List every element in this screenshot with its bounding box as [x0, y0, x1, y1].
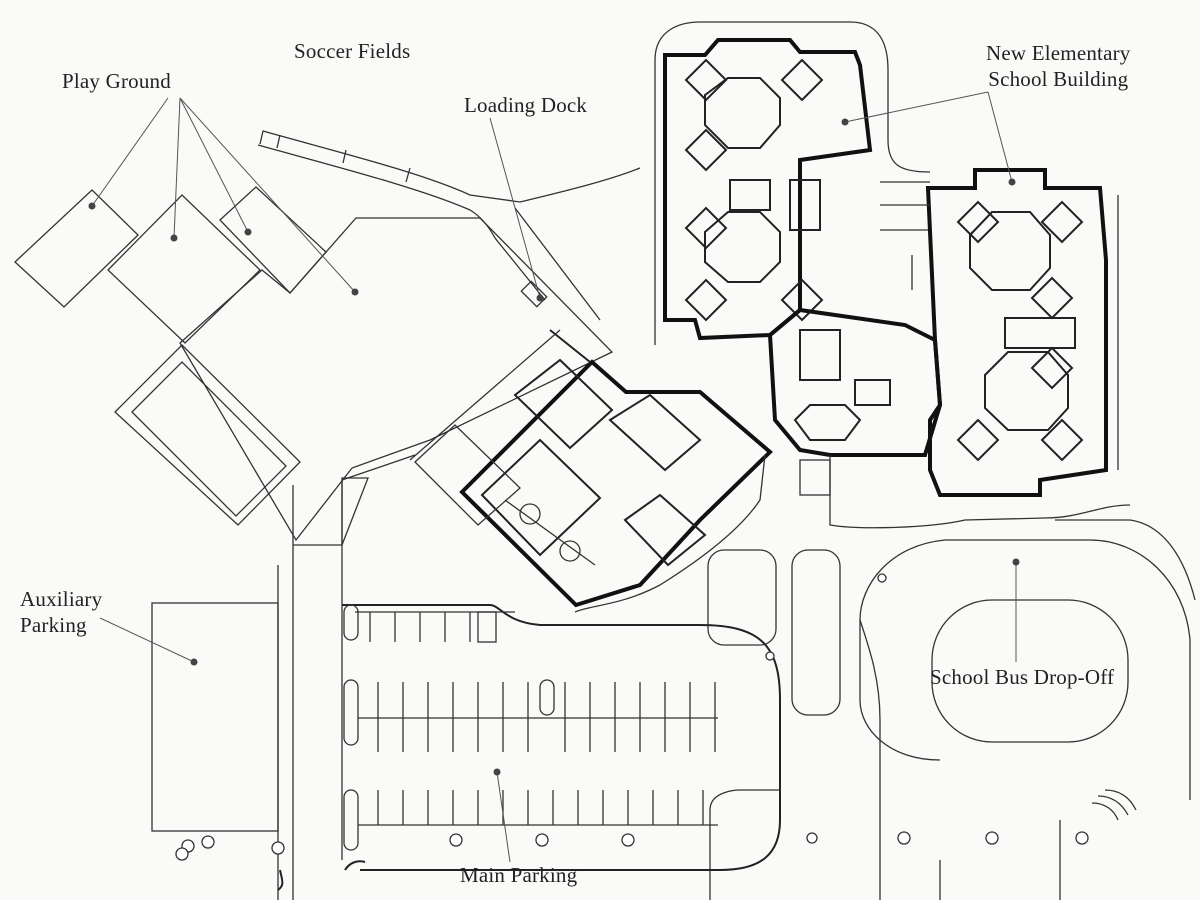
- auxiliary-parking-lot: [151, 602, 279, 832]
- trees: [175, 573, 1089, 861]
- building-gym-wing: [409, 329, 773, 608]
- entry-road: [277, 454, 416, 900]
- drives: [574, 454, 1196, 900]
- walking-path: [257, 130, 641, 321]
- building-east-wing: [880, 168, 1119, 497]
- label-loading-dock: Loading Dock: [464, 93, 588, 117]
- label-auxiliary-parking: Auxiliary Parking: [20, 586, 102, 638]
- leader-lines: [91, 91, 1017, 863]
- open-court-area: [114, 217, 614, 542]
- label-auxiliary-line1: Auxiliary: [20, 587, 103, 611]
- leader-dots: [88, 118, 1020, 776]
- building-core: [767, 307, 943, 496]
- label-soccer-fields: Soccer Fields: [294, 39, 411, 63]
- label-new-elementary-line1: New Elementary: [986, 41, 1131, 65]
- label-main-parking: Main Parking: [460, 863, 578, 887]
- entry-arc: [277, 869, 284, 891]
- label-new-elementary-line2: School Building: [988, 67, 1129, 91]
- main-parking-lot: [342, 604, 781, 871]
- loading-dock-pad: [520, 280, 548, 308]
- parking-stalls: [369, 612, 716, 825]
- label-auxiliary-line2: Parking: [20, 613, 87, 637]
- playground-areas: [14, 186, 327, 344]
- label-new-elementary: New Elementary School Building: [986, 40, 1131, 92]
- label-school-bus-dropoff: School Bus Drop-Off: [930, 665, 1115, 689]
- building-north-wing: [654, 21, 931, 345]
- label-play-ground: Play Ground: [62, 69, 171, 93]
